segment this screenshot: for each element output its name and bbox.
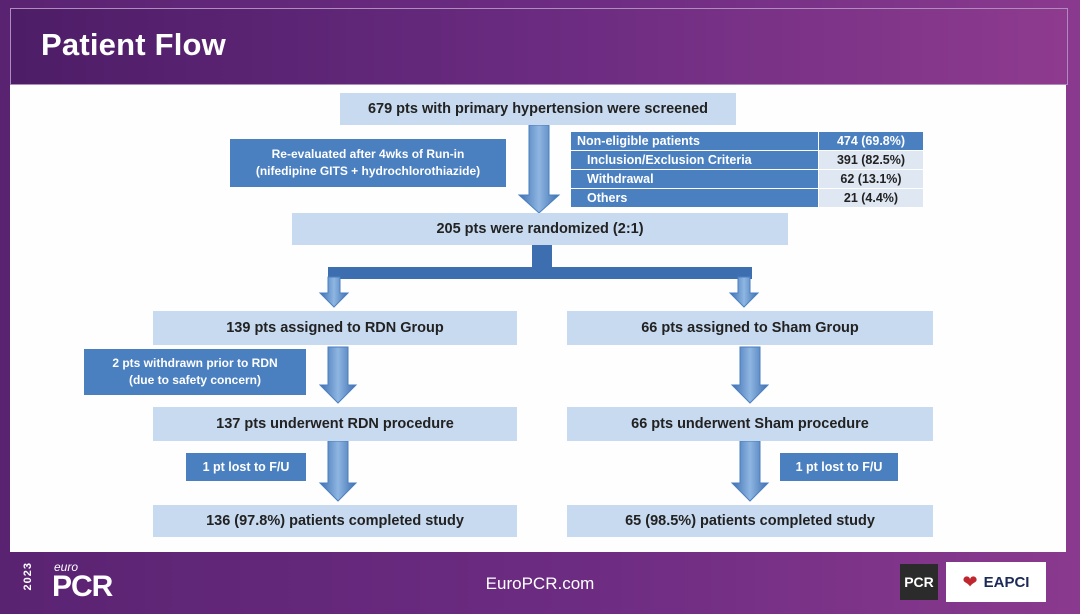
rdn-withdrawn-line1: 2 pts withdrawn prior to RDN xyxy=(112,355,278,370)
eapci-badge: ❤ EAPCI xyxy=(946,562,1046,602)
reason-label: Withdrawal xyxy=(570,169,819,189)
runin-note-line2: (nifedipine GITS + hydrochlorothiazide) xyxy=(255,164,481,178)
non-eligible-table: Non-eligible patients 474 (69.8%) Inclus… xyxy=(570,131,924,208)
reason-label: Inclusion/Exclusion Criteria xyxy=(570,150,819,170)
eapci-label: EAPCI xyxy=(983,573,1030,591)
arrow-split-left xyxy=(318,276,350,308)
arrow-rdn-assigned-to-underwent xyxy=(318,346,358,404)
title-bar: Patient Flow xyxy=(10,8,1068,85)
slide-title: Patient Flow xyxy=(41,27,226,62)
arrow-rdn-underwent-to-completed xyxy=(318,440,358,502)
screened-box: 679 pts with primary hypertension were s… xyxy=(340,93,736,125)
randomized-box: 205 pts were randomized (2:1) xyxy=(292,213,788,245)
reason-label: Others xyxy=(570,188,819,208)
table-row: Withdrawal 62 (13.1%) xyxy=(570,169,924,189)
reason-value: 62 (13.1%) xyxy=(818,169,924,189)
site-url[interactable]: EuroPCR.com xyxy=(485,574,595,593)
rdn-completed-box: 136 (97.8%) patients completed study xyxy=(153,505,517,537)
sham-underwent-box: 66 pts underwent Sham procedure xyxy=(567,407,933,441)
arrow-sham-assigned-to-underwent xyxy=(730,346,770,404)
runin-note-line1: Re-evaluated after 4wks of Run-in xyxy=(271,146,465,161)
arrow-split-right xyxy=(728,276,760,308)
logo-euro: euro xyxy=(54,560,79,574)
non-eligible-label: Non-eligible patients xyxy=(570,131,819,151)
non-eligible-header-row: Non-eligible patients 474 (69.8%) xyxy=(570,131,924,151)
europcr-logo: PCR xyxy=(52,570,113,603)
reason-value: 21 (4.4%) xyxy=(818,188,924,208)
rdn-withdrawn-note: 2 pts withdrawn prior to RDN (due to saf… xyxy=(84,349,306,395)
arrow-sham-underwent-to-completed xyxy=(730,440,770,502)
sham-lost-note: 1 pt lost to F/U xyxy=(780,453,898,481)
sham-completed-box: 65 (98.5%) patients completed study xyxy=(567,505,933,537)
split-bar xyxy=(328,267,752,279)
rdn-assigned-box: 139 pts assigned to RDN Group xyxy=(153,311,517,345)
runin-note: Re-evaluated after 4wks of Run-in (nifed… xyxy=(230,139,506,187)
sham-assigned-box: 66 pts assigned to Sham Group xyxy=(567,311,933,345)
flow-arrows xyxy=(318,124,770,502)
table-row: Inclusion/Exclusion Criteria 391 (82.5%) xyxy=(570,150,924,170)
reason-value: 391 (82.5%) xyxy=(818,150,924,170)
flow-diagram: 679 pts with primary hypertension were s… xyxy=(10,85,1066,552)
rdn-underwent-box: 137 pts underwent RDN procedure xyxy=(153,407,517,441)
table-row: Others 21 (4.4%) xyxy=(570,188,924,208)
arrow-screened-to-randomized xyxy=(517,124,561,214)
rdn-withdrawn-line2: (due to safety concern) xyxy=(128,373,262,387)
heart-icon: ❤ xyxy=(962,571,978,592)
non-eligible-value: 474 (69.8%) xyxy=(818,131,924,151)
footer: 2023 euro PCR EuroPCR.com PCR ❤ EAPCI xyxy=(0,552,1080,614)
rdn-lost-note: 1 pt lost to F/U xyxy=(186,453,306,481)
pcr-badge: PCR xyxy=(900,564,938,600)
